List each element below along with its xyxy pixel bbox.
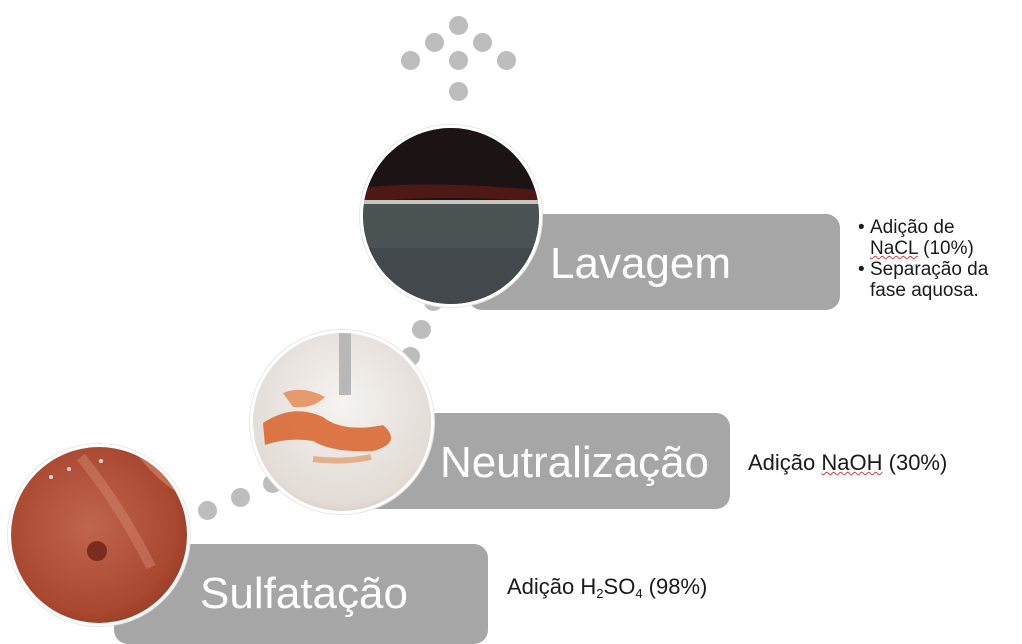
red-liquid-photo	[8, 444, 190, 626]
desc-text: (30%)	[883, 450, 948, 475]
lavagem-description: Adição de NaCL (10%) Separação da fase a…	[858, 217, 988, 301]
arrow-dot	[449, 51, 468, 70]
desc-text: (98%)	[643, 574, 708, 599]
connector-dot	[231, 488, 250, 507]
white-emulsion-photo	[250, 330, 434, 514]
sulfatacao-description: Adição H2SO4 (98%)	[507, 574, 707, 601]
arrow-dot	[449, 82, 468, 101]
connector-dot	[412, 320, 431, 339]
desc-text: NaOH	[821, 450, 882, 475]
bullet-line: Separação da	[870, 259, 988, 280]
lavagem-bullet-list: Adição de NaCL (10%) Separação da fase a…	[858, 217, 988, 301]
step-label-neutralizacao: Neutralização	[440, 441, 709, 485]
desc-text: SO	[604, 574, 636, 599]
bullet-item: Adição de NaCL (10%)	[858, 217, 988, 259]
connector-dot	[198, 501, 217, 520]
dark-phase-photo	[360, 125, 542, 307]
arrow-dot	[401, 51, 420, 70]
bullet-item: Separação da fase aquosa.	[858, 259, 988, 301]
desc-text: Adição H	[507, 574, 596, 599]
arrow-dot	[473, 33, 492, 52]
arrow-dot	[449, 16, 468, 35]
bullet-line: fase aquosa.	[870, 280, 979, 301]
desc-text: Adição	[748, 450, 821, 475]
desc-subscript: 2	[596, 586, 603, 601]
step-label-lavagem: Lavagem	[550, 242, 731, 286]
desc-subscript: 4	[635, 586, 642, 601]
bullet-line: Adição de	[870, 217, 955, 238]
neutralizacao-description: Adição NaOH (30%)	[748, 450, 947, 476]
bullet-line: (10%)	[918, 238, 974, 259]
arrow-dot	[497, 51, 516, 70]
arrow-dot	[425, 33, 444, 52]
step-label-sulfatacao: Sulfatação	[200, 572, 408, 616]
bullet-line: NaCL	[870, 238, 918, 259]
